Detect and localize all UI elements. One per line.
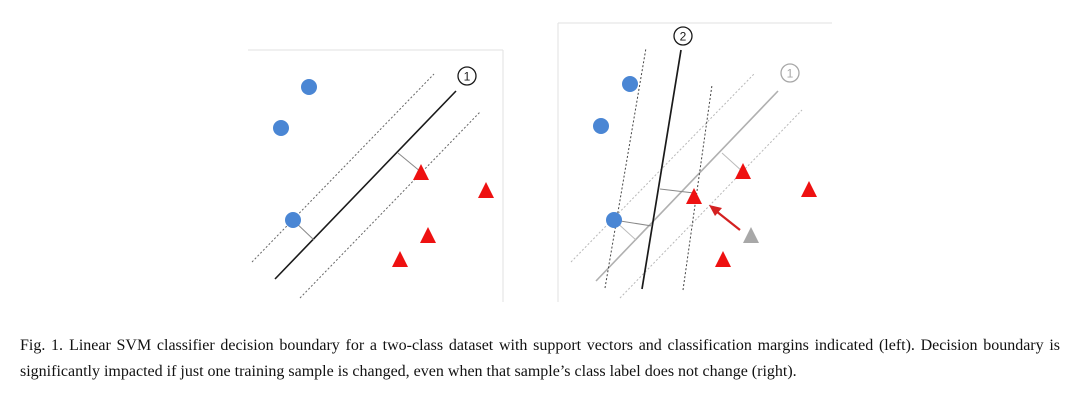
faded-boundary-marker-circle: [780, 63, 800, 83]
faded-margin-line-lower: [619, 109, 803, 299]
class-b-point: [420, 227, 436, 243]
caption-text: Linear SVM classifier decision boundary …: [20, 337, 1061, 380]
moved-support-vector-class-b: [686, 188, 702, 204]
boundary-marker-label: 2: [680, 30, 687, 44]
original-sample-position: [743, 227, 759, 243]
figure-label: Fig. 1.: [20, 337, 64, 354]
class-b-point: [392, 251, 408, 267]
new-decision-boundary: [641, 49, 682, 290]
boundary-marker-label: 1: [464, 70, 471, 84]
boundary-marker-circle: [457, 66, 477, 86]
class-a-point: [301, 79, 317, 95]
right-panel: 2 1: [557, 22, 832, 302]
left-decision-boundary: [274, 90, 457, 280]
left-margin-line-upper: [251, 73, 435, 263]
class-a-point: [593, 118, 609, 134]
left-panel: 1: [248, 49, 504, 302]
new-margin-line-right: [682, 84, 713, 291]
faded-support-connector: [721, 152, 744, 173]
class-b-point: [735, 163, 751, 179]
class-b-point: [478, 182, 494, 198]
figure-caption: Fig. 1.Linear SVM classifier decision bo…: [20, 333, 1060, 385]
class-b-point: [801, 181, 817, 197]
support-vector-class-a: [606, 212, 622, 228]
left-margin-line-lower: [299, 111, 481, 299]
faded-decision-boundary: [595, 90, 779, 282]
faded-boundary-marker-label: 1: [787, 67, 794, 81]
support-vector-class-a: [285, 212, 301, 228]
support-vector-class-b: [413, 164, 429, 180]
arrow-icon: [709, 205, 741, 231]
class-a-point: [622, 76, 638, 92]
class-b-point: [715, 251, 731, 267]
new-margin-line-left: [604, 47, 647, 289]
figure: 1 2 1: [248, 22, 832, 302]
left-support-connector: [397, 152, 422, 173]
new-support-connector: [659, 188, 695, 194]
class-a-point: [273, 120, 289, 136]
boundary-marker-circle: [673, 26, 693, 46]
